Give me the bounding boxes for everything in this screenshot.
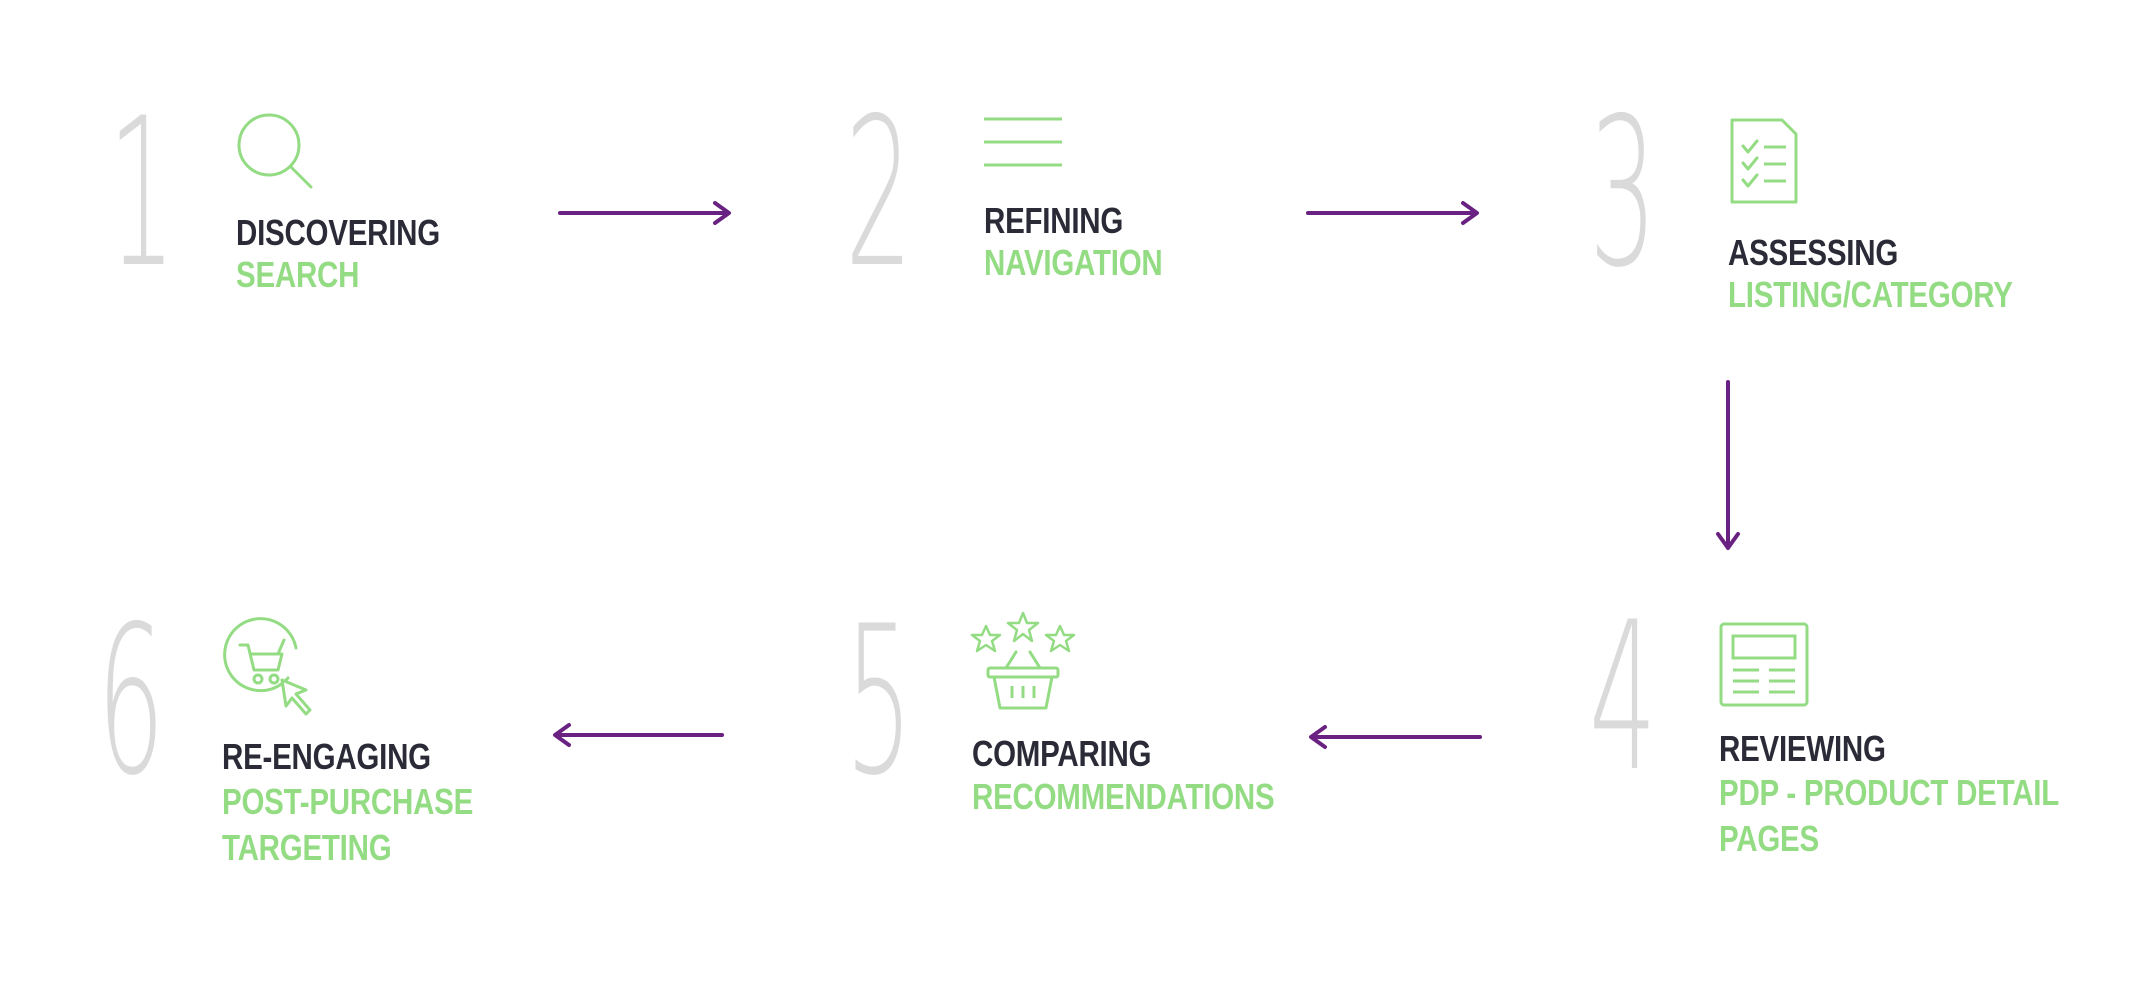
step-subtitle: LISTING/CATEGORY — [1728, 274, 2013, 315]
arrow-left-5-6 — [550, 720, 726, 750]
step-title: ASSESSING — [1728, 232, 1899, 273]
step-title: REFINING — [984, 200, 1124, 241]
step-number: 5 — [845, 583, 913, 821]
step-subtitle: NAVIGATION — [984, 242, 1163, 283]
basket-stars-icon — [970, 610, 1076, 716]
step-number: 4 — [1589, 579, 1657, 817]
menu-lines-icon — [984, 116, 1064, 170]
checklist-document-icon — [1728, 116, 1800, 206]
step-subtitle-line-1: PDP - PRODUCT DETAIL — [1719, 772, 2060, 813]
step-subtitle: SEARCH — [236, 254, 360, 295]
step-title: RE-ENGAGING — [222, 736, 431, 777]
magnifier-icon — [236, 112, 316, 192]
arrow-right-1-2 — [558, 198, 734, 228]
step-subtitle-line-2: TARGETING — [222, 827, 392, 868]
arrow-left-4-5 — [1306, 722, 1482, 752]
step-number: 2 — [845, 75, 913, 313]
step-title: COMPARING — [972, 733, 1152, 774]
product-page-icon — [1719, 622, 1811, 708]
step-number: 1 — [108, 75, 176, 313]
arrow-right-2-3 — [1306, 198, 1482, 228]
step-number: 3 — [1589, 75, 1657, 313]
cart-cursor-icon — [222, 617, 322, 718]
step-number: 6 — [97, 583, 165, 821]
step-subtitle-line-1: POST-PURCHASE — [222, 781, 474, 822]
step-title: REVIEWING — [1719, 728, 1886, 769]
step-subtitle-line-2: PAGES — [1719, 818, 1819, 859]
step-subtitle: RECOMMENDATIONS — [972, 776, 1275, 817]
arrow-down-3-4 — [1713, 380, 1743, 552]
step-title: DISCOVERING — [236, 212, 440, 253]
